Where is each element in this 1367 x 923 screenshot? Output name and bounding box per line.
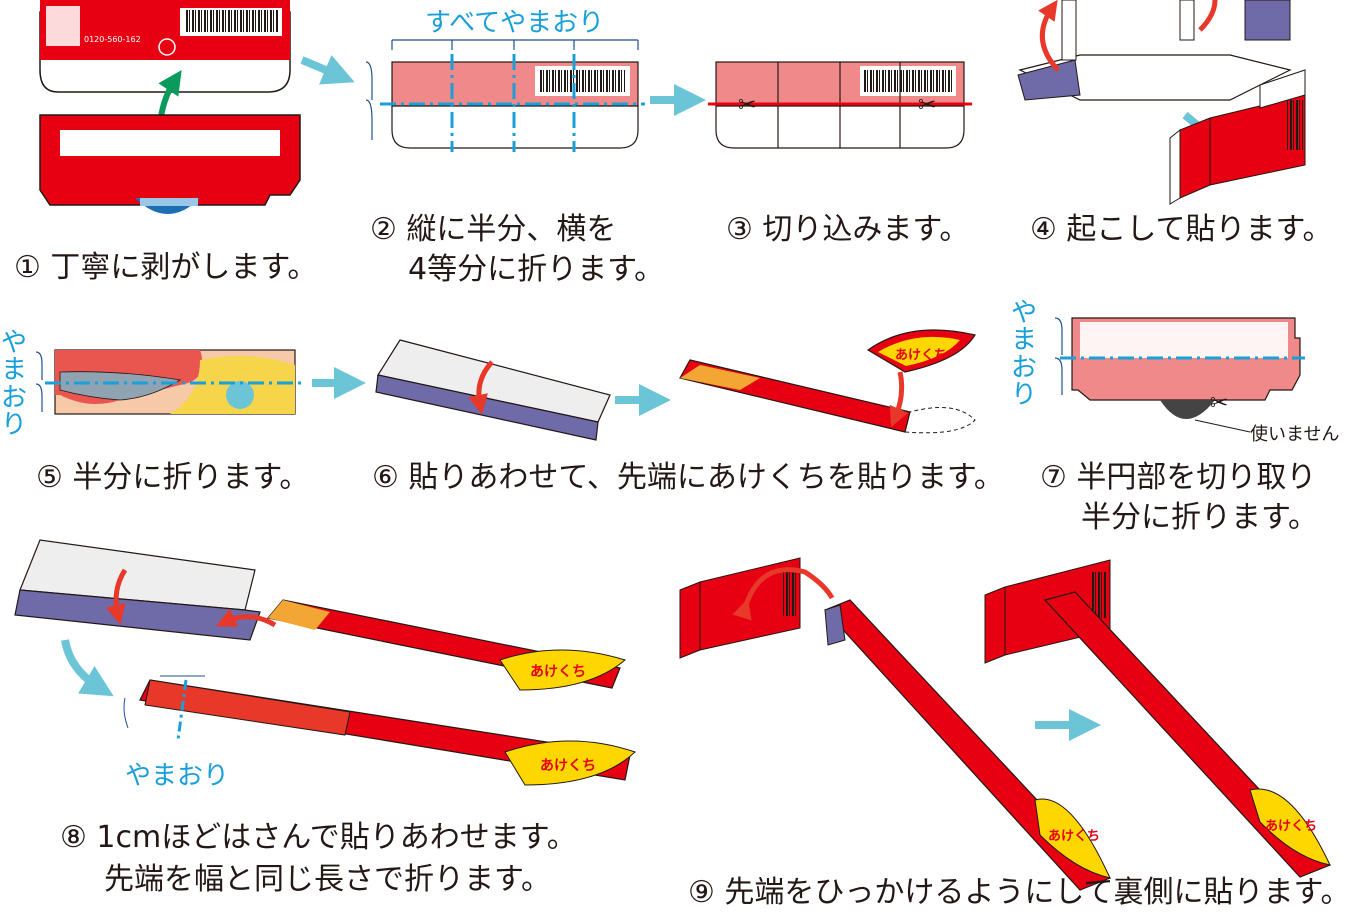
step5-illustration [35,349,305,415]
step2-illustration [365,39,645,152]
opening-label-4: あけくち [1048,829,1100,844]
step9-illustration: あけくち あけくち [679,557,1332,891]
step6-illustration: あけくち [375,329,976,441]
vertical-mountain-fold-label-2: やまおり [1010,298,1037,410]
vertical-mountain-fold-label-1: やまおり [0,328,27,440]
step6-caption: ⑥ 貼りあわせて、先端にあけくちを貼ります。 [372,460,1004,495]
step8-caption-line2: 先端を幅と同じ長さで折ります。 [104,862,551,897]
step2-caption-line1: ② 縦に半分、横を [370,212,617,247]
fold-arrow-icon [215,608,277,628]
opening-label-1: あけくち [895,348,947,363]
opening-label-2: あけくち [530,664,586,680]
fold-arrow-icon [889,371,909,428]
step4-caption: ④ 起こして貼ります。 [1030,212,1333,247]
not-used-label: 使いません [1250,424,1340,445]
arrow-right-icon [300,55,355,85]
all-mountain-fold-label: すべてやまおり [425,8,605,38]
step7-caption-line2: 半分に折ります。 [1081,500,1318,535]
step3-caption: ③ 切り込みます。 [726,212,970,247]
scissors-icon: ✂ [738,93,756,118]
arrow-right-icon [61,639,114,697]
step8-caption-line1: ⑧ 1cmほどはさんで貼りあわせます。 [60,820,577,855]
fold-arrow-icon [105,568,128,625]
fold-arrow-icon [468,360,494,415]
step2-caption-line2: 4等分に折ります。 [408,252,665,287]
step3-illustration: ✂ ✂ [708,61,972,149]
step7-caption-line1: ⑦ 半円部を切り取り [1040,460,1317,495]
mountain-fold-label: やまおり [125,761,230,791]
step8-illustration: あけくち あけくち [14,539,636,786]
step1-illustration: 0120-560-162 [39,0,301,214]
opening-label-5: あけくち [1265,819,1317,834]
opening-label-3: あけくち [540,758,596,774]
scissors-icon: ✂ [918,93,936,118]
step4-illustration [1017,0,1306,205]
scissors-icon: ✂ [1210,391,1228,416]
fold-arrow-icon [1038,0,1060,72]
step7-illustration: ✂ [1054,317,1305,433]
step9-caption: ⑨ 先端をひっかけるようにして裏側に貼ります。 [688,875,1351,910]
peeled-label [39,114,301,206]
step5-caption: ⑤ 半分に折ります。 [36,460,310,495]
package-phone-1: 0120-560-162 [84,35,141,44]
step1-caption: ① 丁寧に剥がします。 [14,250,318,285]
